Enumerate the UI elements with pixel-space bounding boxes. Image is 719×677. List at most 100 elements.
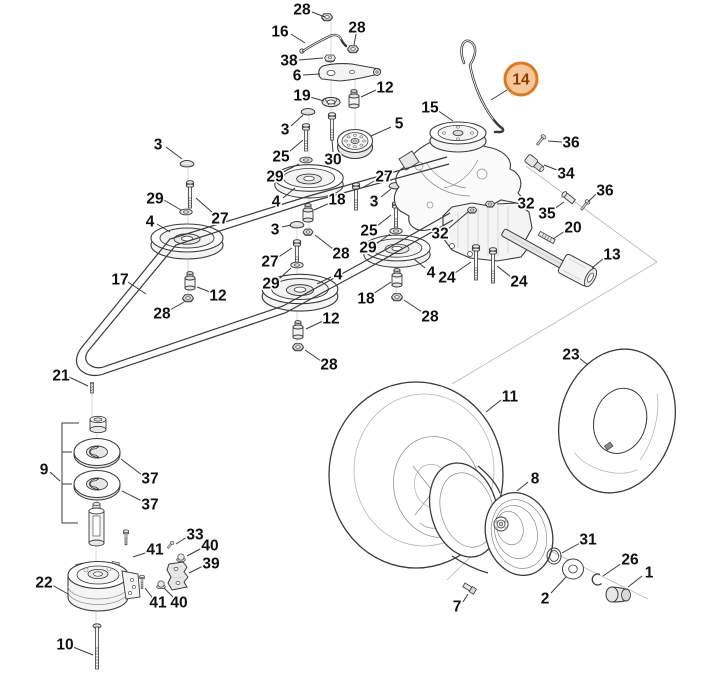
part-number-text: 28 <box>348 20 366 37</box>
part-label-36: 36 <box>587 181 615 203</box>
part-number-text: 25 <box>272 149 290 166</box>
part-number-text: 15 <box>421 100 439 117</box>
part-number-text: 29 <box>262 276 280 293</box>
part-label-24: 24 <box>437 261 472 288</box>
part-label-12: 12 <box>196 286 228 306</box>
part-label-32: 32 <box>430 211 469 244</box>
part-label-23: 23 <box>561 345 589 366</box>
leader-line <box>403 299 423 313</box>
part-label-24: 24 <box>496 265 529 292</box>
part-label-16: 16 <box>270 22 306 44</box>
part-number-text: 4 <box>146 214 155 231</box>
part-number-text: 29 <box>146 191 164 208</box>
part-number-text: 6 <box>293 68 302 85</box>
part-number-text: 33 <box>186 527 204 544</box>
part-label-19: 19 <box>292 86 325 106</box>
leader-line <box>331 139 334 153</box>
part-label-4: 4 <box>316 265 344 285</box>
part-label-40: 40 <box>163 587 189 613</box>
rim-drawing <box>428 462 554 577</box>
leader-line <box>311 11 326 18</box>
part-number-text: 8 <box>531 471 540 488</box>
part-number-text: 35 <box>538 206 556 223</box>
part-number-text: 28 <box>293 2 311 19</box>
leader-line <box>436 109 454 122</box>
part-number-text: 28 <box>421 309 439 326</box>
washer <box>389 227 403 235</box>
part-number-text: 34 <box>557 166 575 183</box>
leader-line <box>591 257 605 269</box>
part-label-3: 3 <box>152 135 183 160</box>
part-label-3: 3 <box>368 188 392 212</box>
rod-16-drawing <box>299 33 348 54</box>
part-label-27: 27 <box>195 197 230 229</box>
part-label-6: 6 <box>291 66 321 86</box>
leader-line <box>72 646 94 656</box>
leader-line <box>277 267 292 281</box>
part-label-37: 37 <box>121 490 160 515</box>
part-number-text: 10 <box>56 637 73 654</box>
washer <box>290 261 304 269</box>
screw-36-drawing <box>536 134 547 146</box>
leader-line <box>547 140 563 143</box>
bolt <box>488 247 498 284</box>
leader-line <box>552 230 566 240</box>
leader-line <box>313 202 331 211</box>
part-label-21: 21 <box>51 366 89 387</box>
part-label-10: 10 <box>55 635 94 656</box>
leader-line <box>375 233 391 245</box>
part-number-text: 11 <box>502 389 519 406</box>
part-number-text: 29 <box>266 169 284 186</box>
part-number-text: 3 <box>154 137 163 154</box>
wheel-assembly-drawing <box>328 381 554 595</box>
leader-line <box>309 96 325 102</box>
part-label-38: 38 <box>279 51 324 71</box>
part-number-text: 27 <box>261 254 278 271</box>
highlighted-callout-14[interactable]: 14 <box>490 61 539 101</box>
part-number-text: 2 <box>541 591 550 608</box>
part-label-33: 33 <box>175 525 205 545</box>
part-label-12: 12 <box>360 78 395 98</box>
part-number-text: 14 <box>512 72 530 89</box>
roll-pin-20-drawing <box>537 230 556 245</box>
part-label-29: 29 <box>145 189 182 211</box>
leader-line <box>127 281 147 295</box>
part-number-text: 37 <box>141 471 158 488</box>
part-label-5: 5 <box>370 114 405 137</box>
cap-nut <box>300 107 316 116</box>
bolt <box>185 180 195 209</box>
part-label-17: 17 <box>110 270 147 295</box>
hex-nut <box>484 200 496 208</box>
bracket-39-drawing <box>166 561 189 591</box>
leader-line <box>496 265 512 278</box>
part-label-29: 29 <box>265 163 300 187</box>
part-label-7: 7 <box>451 593 469 617</box>
shaft-drawing <box>88 502 105 547</box>
leader-line <box>372 281 392 295</box>
part-label-34: 34 <box>543 164 576 184</box>
hub-hardware-drawing <box>546 547 631 603</box>
leader-line <box>454 261 472 274</box>
pin-21-drawing <box>90 381 94 394</box>
part-label-4: 4 <box>413 258 437 283</box>
leader-line <box>462 593 469 603</box>
leader-line <box>496 202 518 205</box>
leader-line <box>288 139 304 153</box>
part-number-text: 21 <box>52 368 70 385</box>
part-label-37: 37 <box>120 458 160 489</box>
leader-line <box>577 356 589 366</box>
part-number-text: 28 <box>153 306 171 323</box>
part-number-text: 36 <box>596 183 614 200</box>
part-number-text: 17 <box>111 272 128 289</box>
part-number-text: 5 <box>395 116 404 133</box>
part-label-28: 28 <box>304 349 339 375</box>
part-label-29: 29 <box>261 267 292 294</box>
part-label-25: 25 <box>359 214 392 241</box>
leader-line <box>490 89 508 101</box>
leader-line <box>195 197 214 214</box>
leader-line <box>165 146 183 160</box>
part-label-31: 31 <box>561 530 598 554</box>
